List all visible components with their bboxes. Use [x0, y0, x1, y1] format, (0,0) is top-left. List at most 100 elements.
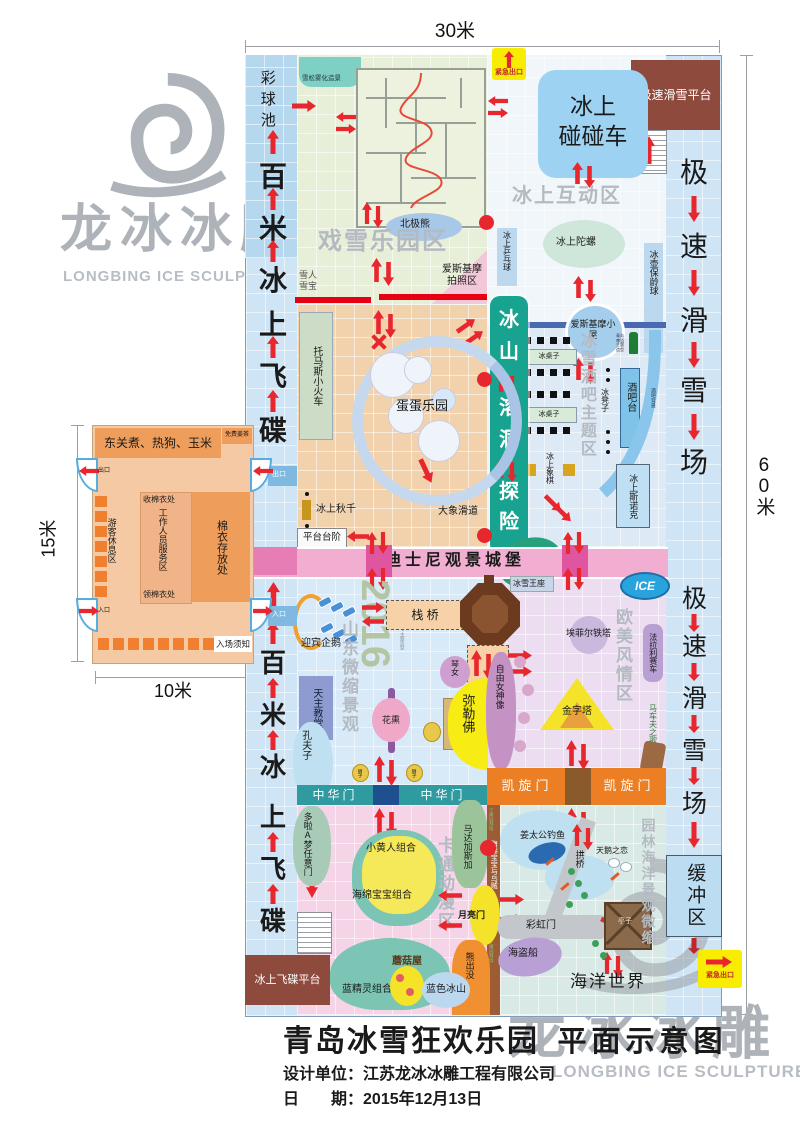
arc-gate-label: 凯旋门 [501, 778, 553, 794]
flow-arrow-icon [573, 358, 584, 380]
staff-room [140, 492, 192, 604]
door-entrance-label: 入口 [98, 608, 111, 614]
flow-arrow-icon [373, 310, 384, 334]
lane-right-char: 场 [680, 447, 709, 478]
door-arrow-icon [79, 606, 99, 616]
arc-gate-gap [565, 768, 591, 805]
bear-label: 熊出没 [464, 952, 475, 979]
curling-label: 冰壶保龄球 [648, 250, 659, 295]
lane-left-char: 飞 [259, 361, 288, 392]
ski-platform-label: 极速滑雪平台 [639, 87, 712, 102]
rainbow-path [498, 915, 610, 939]
china-gate-label-wrap: 中华门 [300, 786, 370, 804]
cartoon-watermark: 卡通动漫区 [435, 836, 455, 931]
ice-table: 冰桌子 [521, 407, 577, 423]
date-value: 2015年12月13日 [363, 1091, 483, 1108]
minion-blob-inner [362, 836, 436, 914]
flow-arrow-icon [688, 614, 700, 632]
garden-wall-note: 江南园林墙 [489, 940, 495, 963]
flow-arrow-icon [688, 414, 700, 440]
bar-zone-watermark: 冰雪酒吧主题区 [577, 332, 595, 458]
lane-right-char: 极 [682, 585, 708, 613]
snooker-label: 冰上斯诺克 [628, 473, 639, 519]
ocean-world-label: 海洋世界 [570, 972, 646, 991]
eiffel-label: 埃菲尔铁塔 [566, 628, 612, 638]
bar-backdrop-shape [598, 330, 662, 498]
bench-row [98, 638, 216, 650]
egg-circle [388, 398, 424, 434]
doraemon-label: 多啦A梦任意门 [302, 812, 313, 876]
lane-left-char: 上 [259, 309, 288, 340]
flow-arrow-icon [374, 808, 385, 834]
dim-tick [719, 40, 720, 53]
coat-storage-label: 棉衣存放处 [215, 519, 228, 575]
flow-arrow-icon [688, 715, 700, 733]
divider-label: 海绵宝宝与乌贼 [490, 840, 498, 889]
lane-right-char: 滑 [682, 685, 708, 713]
pingpong-shape [497, 228, 517, 286]
flow-arrow-icon [267, 832, 279, 852]
emergency-arrow-icon [504, 51, 514, 68]
arc-gate-label: 凯旋门 [603, 778, 655, 794]
flow-arrow-icon [574, 532, 584, 554]
rest-area-label: 游客休息区 [106, 518, 117, 563]
snow-wall [379, 294, 487, 300]
flow-arrow-icon [362, 616, 384, 627]
bumper-cars [538, 70, 648, 178]
mushroom-label: 蘑菇屋 [392, 956, 422, 967]
china-gate-label-wrap: 中华门 [402, 786, 484, 804]
dim-tick [740, 55, 753, 56]
blue-iceberg-label: 蓝色冰山 [426, 984, 466, 995]
flow-arrow-icon [336, 112, 356, 122]
tree-dot [568, 868, 575, 875]
snow-wall [295, 297, 371, 303]
door-icon [250, 598, 272, 632]
lane-right-char: 场 [682, 790, 708, 818]
flow-arrow-icon [602, 952, 612, 974]
designer-value: 江苏龙冰冰雕工程有限公司 [363, 1066, 556, 1083]
bumper-cars-label2: 碰碰车 [558, 123, 628, 150]
door-exit-label: 出口 [98, 468, 111, 474]
mushroom-shape [390, 966, 424, 1006]
stool-dot [606, 430, 610, 434]
flow-arrow-icon [347, 531, 369, 542]
snack-bar: 东关煮、热狗、玉米 [95, 428, 221, 458]
tree-dot [600, 952, 607, 959]
stool-dot [606, 440, 610, 444]
flow-arrow-icon [378, 532, 388, 554]
page-title: 青岛冰雪狂欢乐园 平面示意图 [283, 1024, 727, 1059]
cave-char: 山 [499, 341, 519, 364]
doraemon-blob [293, 806, 331, 886]
liberty-shape [486, 652, 516, 770]
spongebob-label: 海绵宝宝组合 [352, 890, 412, 901]
flow-arrow-icon [362, 602, 384, 613]
penguin-label: 迎宾企鹅 [301, 638, 341, 649]
lane-left-char: 百 [259, 161, 288, 192]
lane-left-char: 飞 [260, 854, 287, 884]
bumper-cars-label: 冰上 [570, 93, 616, 120]
stool-row [524, 427, 574, 434]
lane-right-char: 滑 [680, 305, 709, 336]
dim-right-label: 60米 [753, 455, 775, 516]
flow-arrow-icon [336, 124, 356, 134]
bench-column [95, 496, 107, 601]
swan-label: 天鹅之恋 [596, 846, 628, 855]
fog-scenery-label: 雪松雾化造景 [302, 75, 341, 82]
pingpong-label: 冰上乒乓球 [502, 231, 512, 271]
dim-line-bottom [95, 677, 252, 678]
flow-arrow-icon [584, 166, 595, 188]
flow-arrow-icon [267, 730, 279, 750]
polar-bear-shape [386, 213, 462, 241]
coat-collect-label: 收棉衣处 [143, 495, 175, 504]
door-icon [250, 458, 272, 492]
flow-arrow-icon [572, 824, 582, 846]
stool-dot [606, 450, 610, 454]
date-line: 日 期：2015年12月13日 [283, 1091, 482, 1110]
stool-dot [606, 378, 610, 382]
lane-left-char: 碟 [259, 415, 288, 446]
pier-label: 栈 桥 [411, 607, 439, 622]
dim-bottom-label: 10米 [153, 681, 193, 702]
lane-left-char: 冰 [259, 265, 288, 296]
lion-shape: 狮子 [406, 764, 423, 782]
